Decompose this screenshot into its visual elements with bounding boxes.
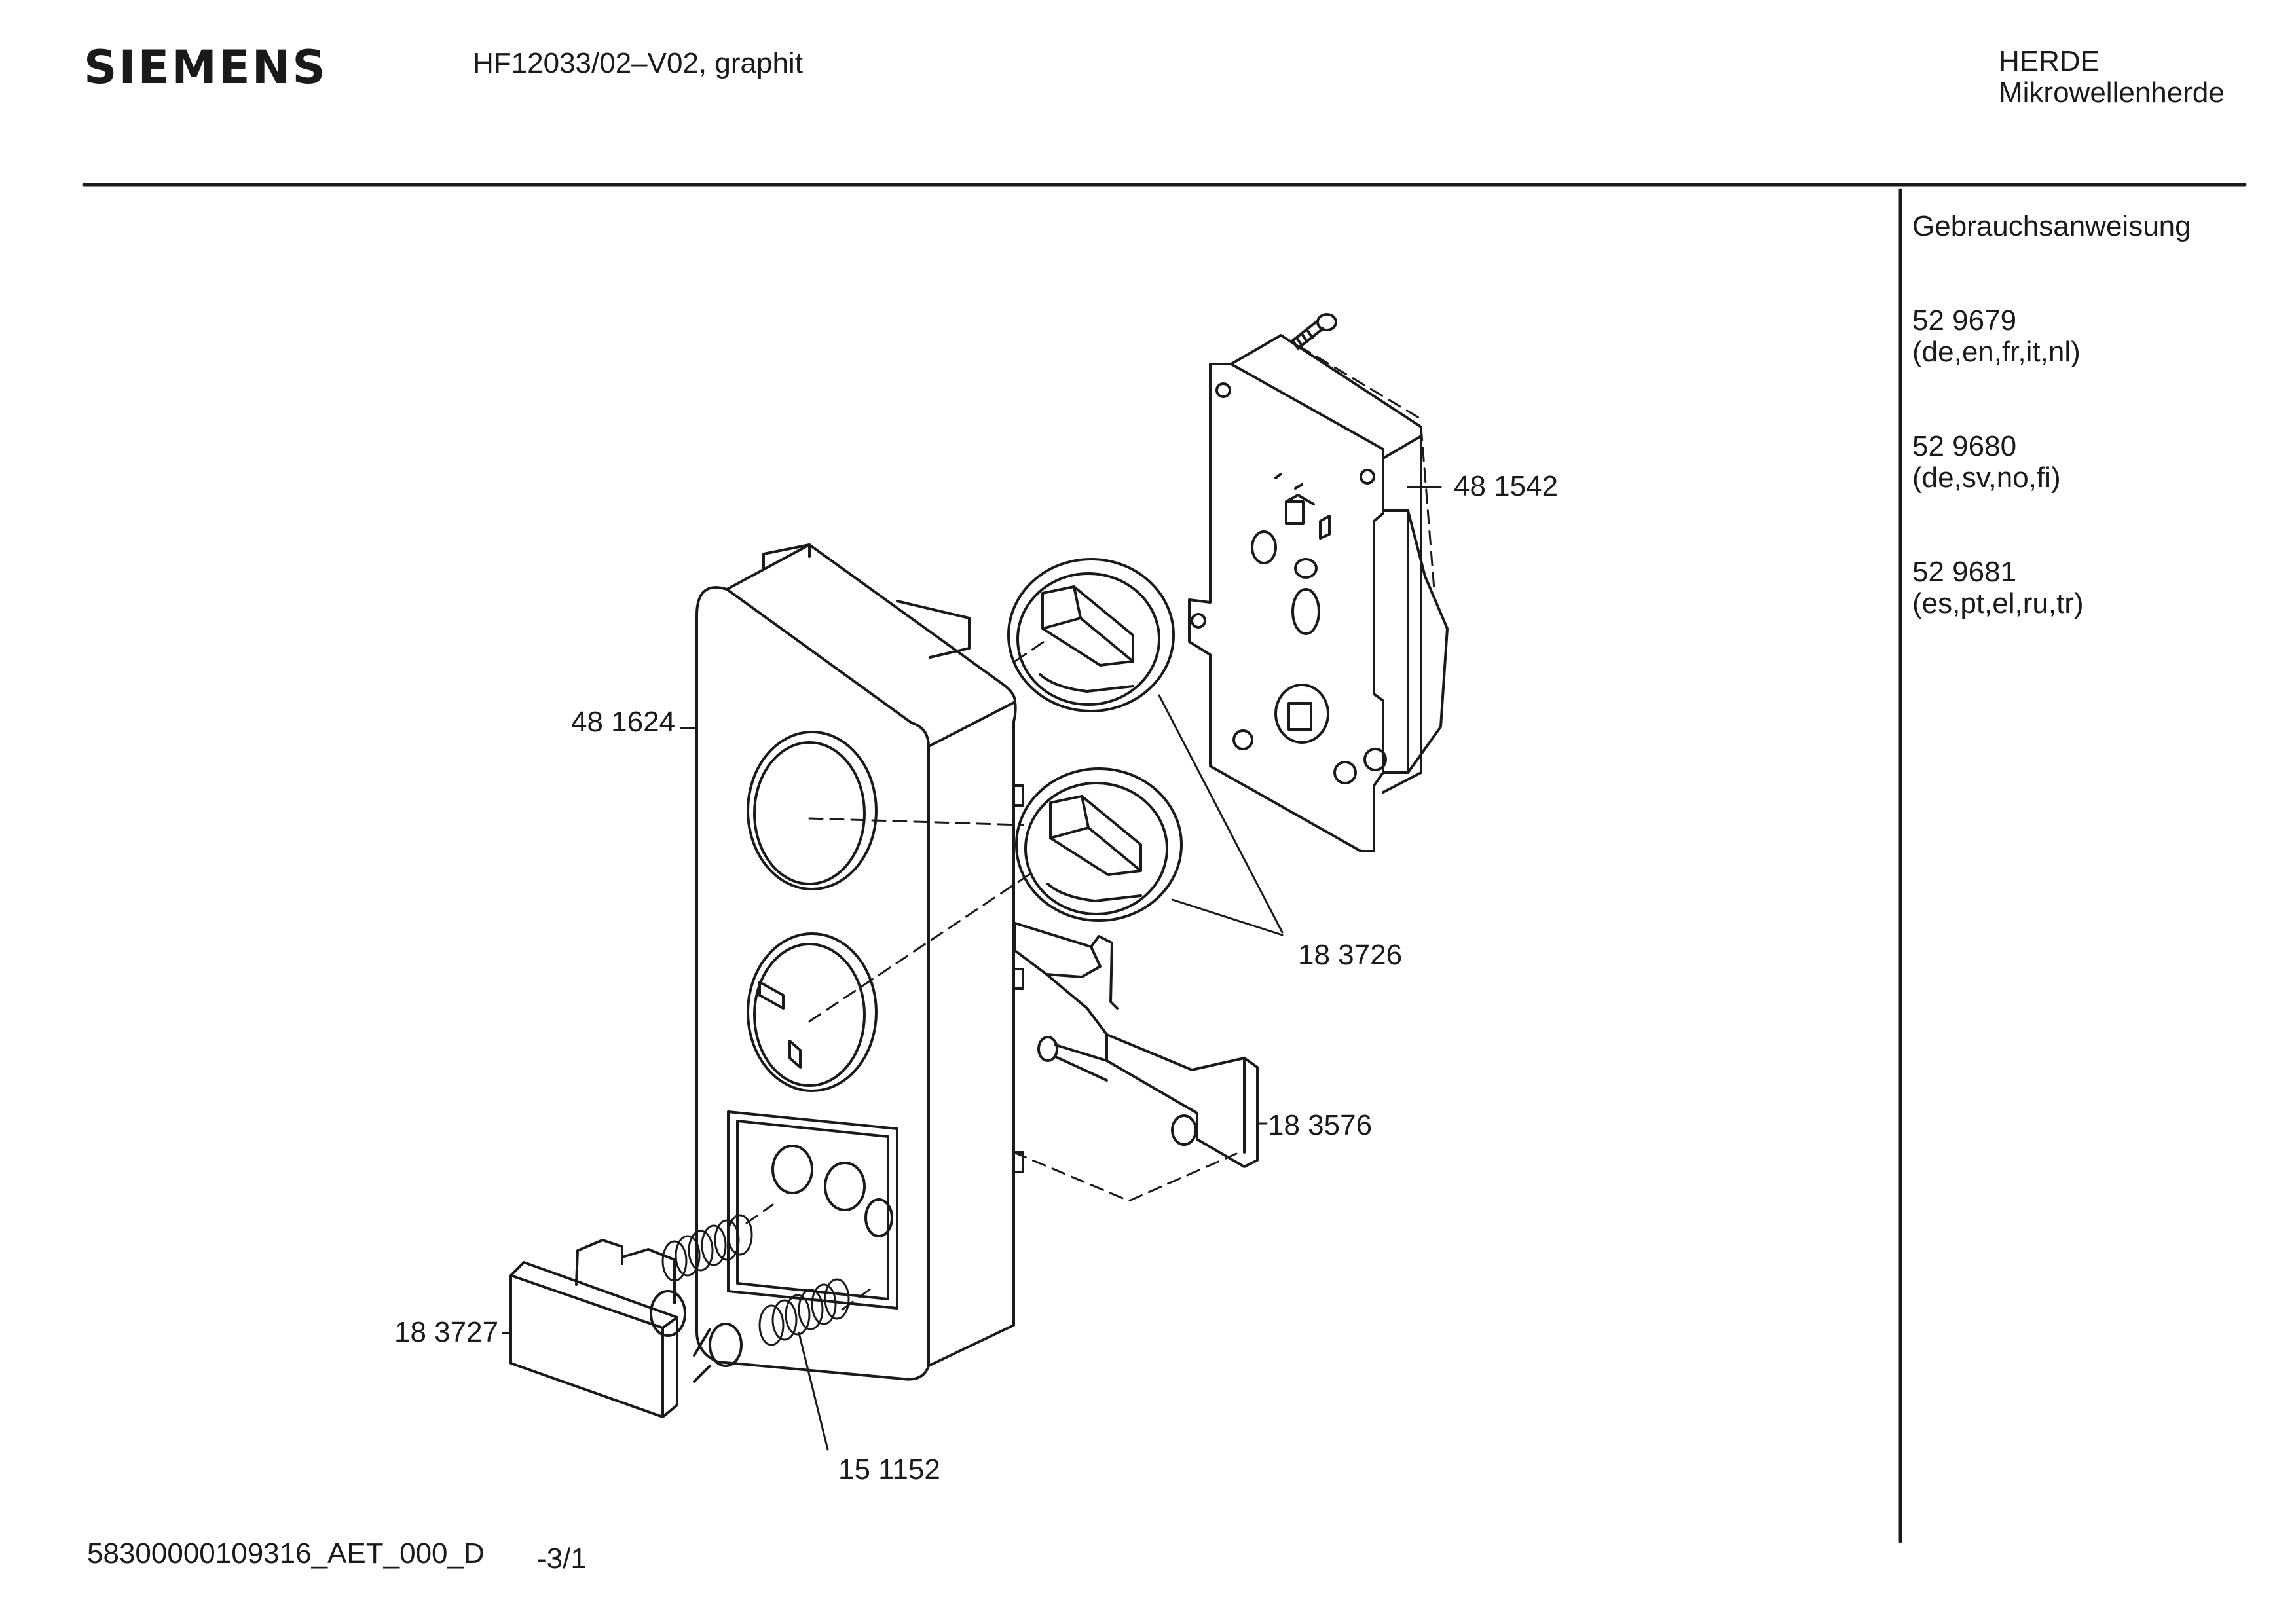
document-number: 52 9679 [1912,304,2017,337]
manual-sidebar: Gebrauchsanweisung 52 9679 (de,en,fr,it,… [1912,211,2191,619]
spring-upper [661,1214,753,1282]
document-number: 52 9680 [1912,430,2017,462]
manual-document: 52 9679 (de,en,fr,it,nl) [1912,305,2191,368]
part-label-151152: 15 1152 [838,1454,940,1486]
knob-lower [1015,767,1183,922]
assembly-guides [745,334,1435,1311]
part-label-481624: 48 1624 [571,706,676,738]
document-languages: (es,pt,el,ru,tr) [1912,587,2084,619]
category-block: HERDE Mikrowellenherde [1999,46,2225,109]
sidebar-title: Gebrauchsanweisung [1912,210,2191,242]
leader-lines [502,486,1442,1451]
part-label-183726: 18 3726 [1298,939,1403,971]
page-number: -3/1 [537,1543,587,1575]
release-lever [1014,922,1259,1168]
manual-document: 52 9680 (de,sv,no,fi) [1912,431,2191,494]
manual-document: 52 9681 (es,pt,el,ru,tr) [1912,557,2191,619]
part-label-481542: 48 1542 [1454,470,1559,502]
board-screw [1291,313,1337,350]
document-number: 52 9681 [1912,556,2017,588]
part-label-183576: 18 3576 [1268,1109,1373,1141]
document-languages: (de,en,fr,it,nl) [1912,336,2081,368]
document-code: 58300000109316_AET_000_D [87,1537,485,1569]
document-languages: (de,sv,no,fi) [1912,462,2061,494]
siemens-logo: SIEMENS [84,41,327,94]
knob-upper [1007,558,1175,712]
spring-lower [758,1278,850,1346]
model-title: HF12033/02–V02, graphit [473,47,803,79]
part-label-183727: 18 3727 [394,1316,499,1348]
category-line-2: Mikrowellenherde [1999,77,2225,109]
category-line-1: HERDE [1999,45,2100,77]
front-panel [695,543,1024,1381]
